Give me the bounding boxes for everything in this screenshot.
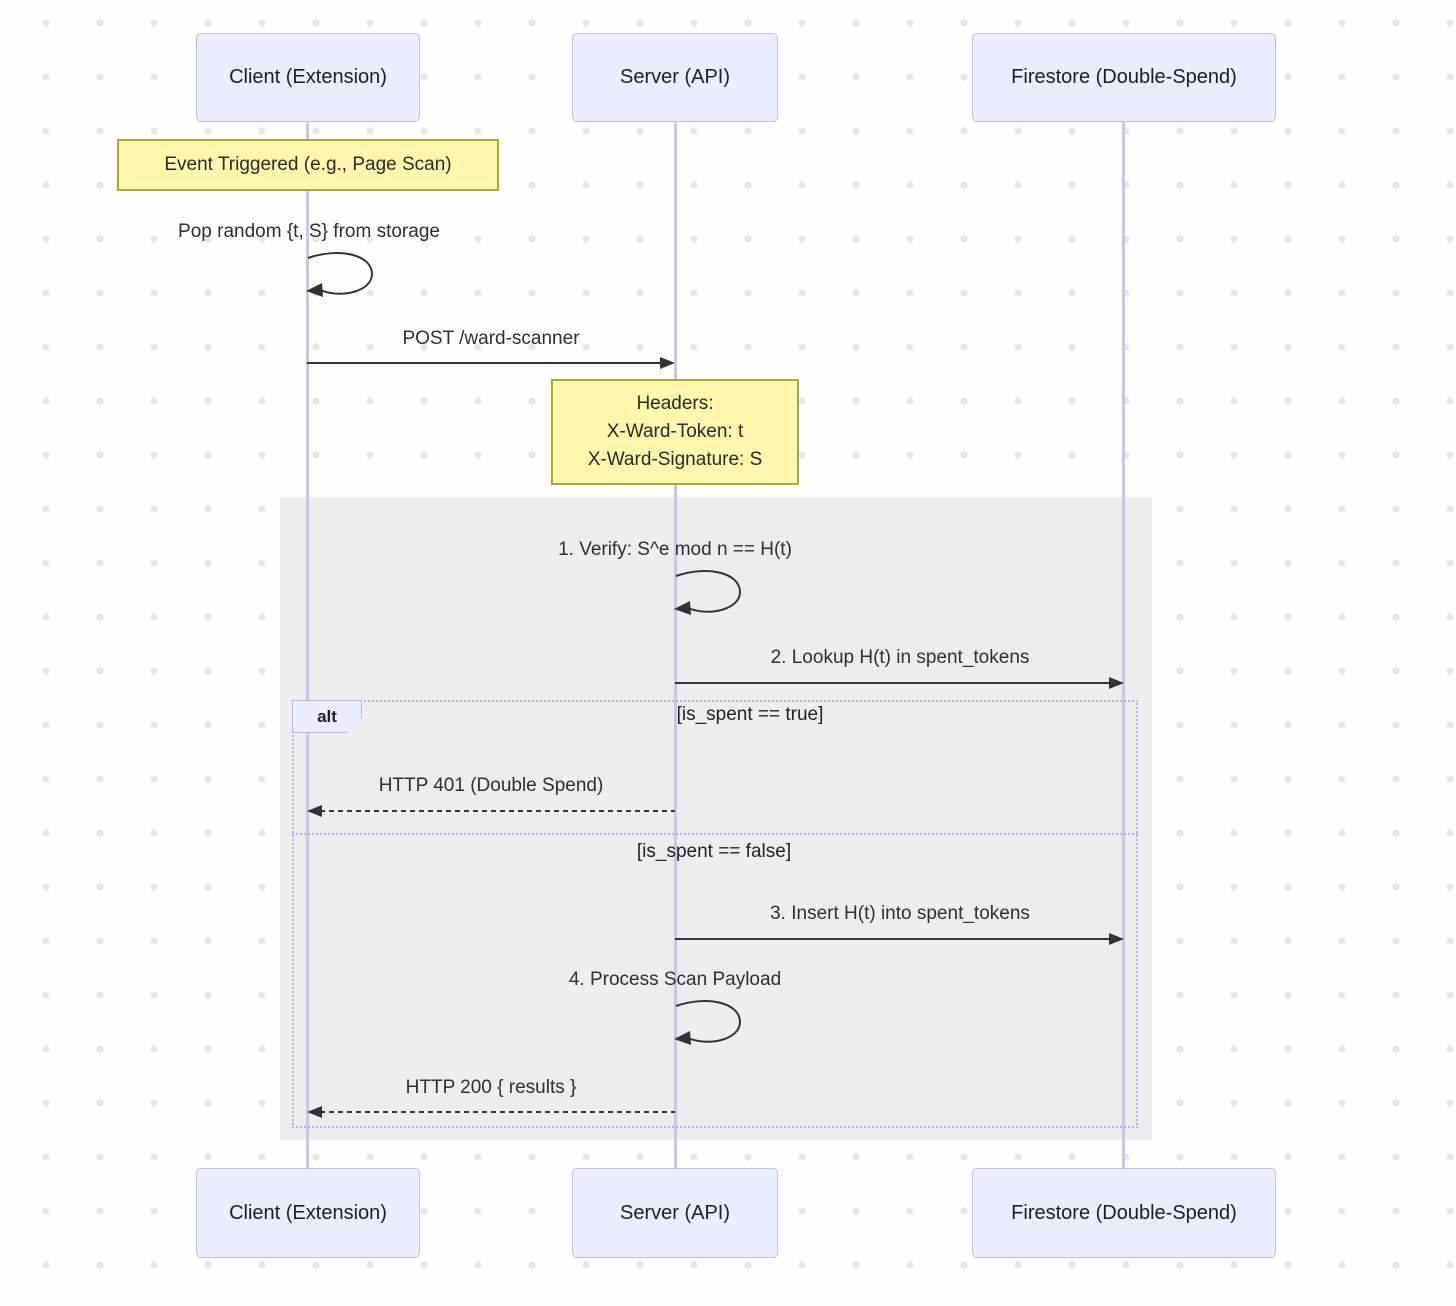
alt-label: alt	[292, 700, 362, 733]
note-headers: Headers: X-Ward-Token: t X-Ward-Signatur…	[551, 379, 799, 485]
arrowhead-right-icon	[1109, 677, 1124, 689]
self-loop-arrow-icon	[674, 1000, 742, 1045]
self-loop-arrow-icon	[674, 570, 742, 615]
alt-condition-false: [is_spent == false]	[636, 841, 792, 862]
participant-server-top: Server (API)	[572, 33, 778, 122]
alt-condition-true: [is_spent == true]	[676, 704, 824, 725]
alt-divider	[292, 833, 1138, 835]
lifeline-server	[674, 122, 677, 1168]
participant-client-label: Client (Extension)	[229, 66, 387, 88]
message-http401: HTTP 401 (Double Spend)	[378, 775, 604, 796]
message-process: 4. Process Scan Payload	[568, 969, 782, 990]
participant-client-bottom: Client (Extension)	[196, 1168, 420, 1258]
participant-firestore-top: Firestore (Double-Spend)	[972, 33, 1276, 122]
message-http200: HTTP 200 { results }	[405, 1077, 577, 1098]
arrowhead-left-icon	[307, 1106, 322, 1118]
note-headers-line3: X-Ward-Signature: S	[587, 449, 763, 470]
note-headers-line1: Headers:	[636, 393, 714, 414]
message-lookup: 2. Lookup H(t) in spent_tokens	[770, 647, 1030, 668]
participant-server-bottom: Server (API)	[572, 1168, 778, 1258]
arrow-lookup-line	[675, 682, 1111, 684]
participant-firestore-label: Firestore (Double-Spend)	[1011, 66, 1237, 88]
arrow-http200-line	[320, 1111, 675, 1113]
self-loop-arrow-icon	[306, 252, 374, 297]
participant-firestore-bottom: Firestore (Double-Spend)	[972, 1168, 1276, 1258]
message-insert: 3. Insert H(t) into spent_tokens	[770, 903, 1030, 924]
note-event-triggered: Event Triggered (e.g., Page Scan)	[117, 139, 499, 191]
lifeline-firestore	[1122, 122, 1125, 1168]
arrowhead-left-icon	[307, 805, 322, 817]
note-event-text: Event Triggered (e.g., Page Scan)	[164, 154, 452, 175]
arrow-post-line	[307, 362, 662, 364]
note-headers-line2: X-Ward-Token: t	[606, 421, 744, 442]
message-verify: 1. Verify: S^e mod n == H(t)	[558, 539, 792, 560]
alt-frame	[292, 700, 1138, 1128]
message-post-ward-scanner: POST /ward-scanner	[402, 328, 580, 349]
message-pop-random: Pop random {t, S} from storage	[178, 221, 440, 242]
arrowhead-right-icon	[660, 357, 675, 369]
lifeline-client	[306, 122, 309, 1168]
alt-label-text: alt	[317, 706, 337, 726]
arrowhead-right-icon	[1109, 933, 1124, 945]
participant-client-label: Client (Extension)	[229, 1201, 387, 1224]
background-rect	[280, 497, 1152, 1140]
participant-client-top: Client (Extension)	[196, 33, 420, 122]
participant-server-label: Server (API)	[619, 1201, 731, 1224]
participant-firestore-label: Firestore (Double-Spend)	[1011, 1201, 1237, 1224]
arrow-http401-line	[320, 810, 675, 812]
arrow-insert-line	[675, 938, 1111, 940]
participant-server-label: Server (API)	[619, 66, 731, 88]
